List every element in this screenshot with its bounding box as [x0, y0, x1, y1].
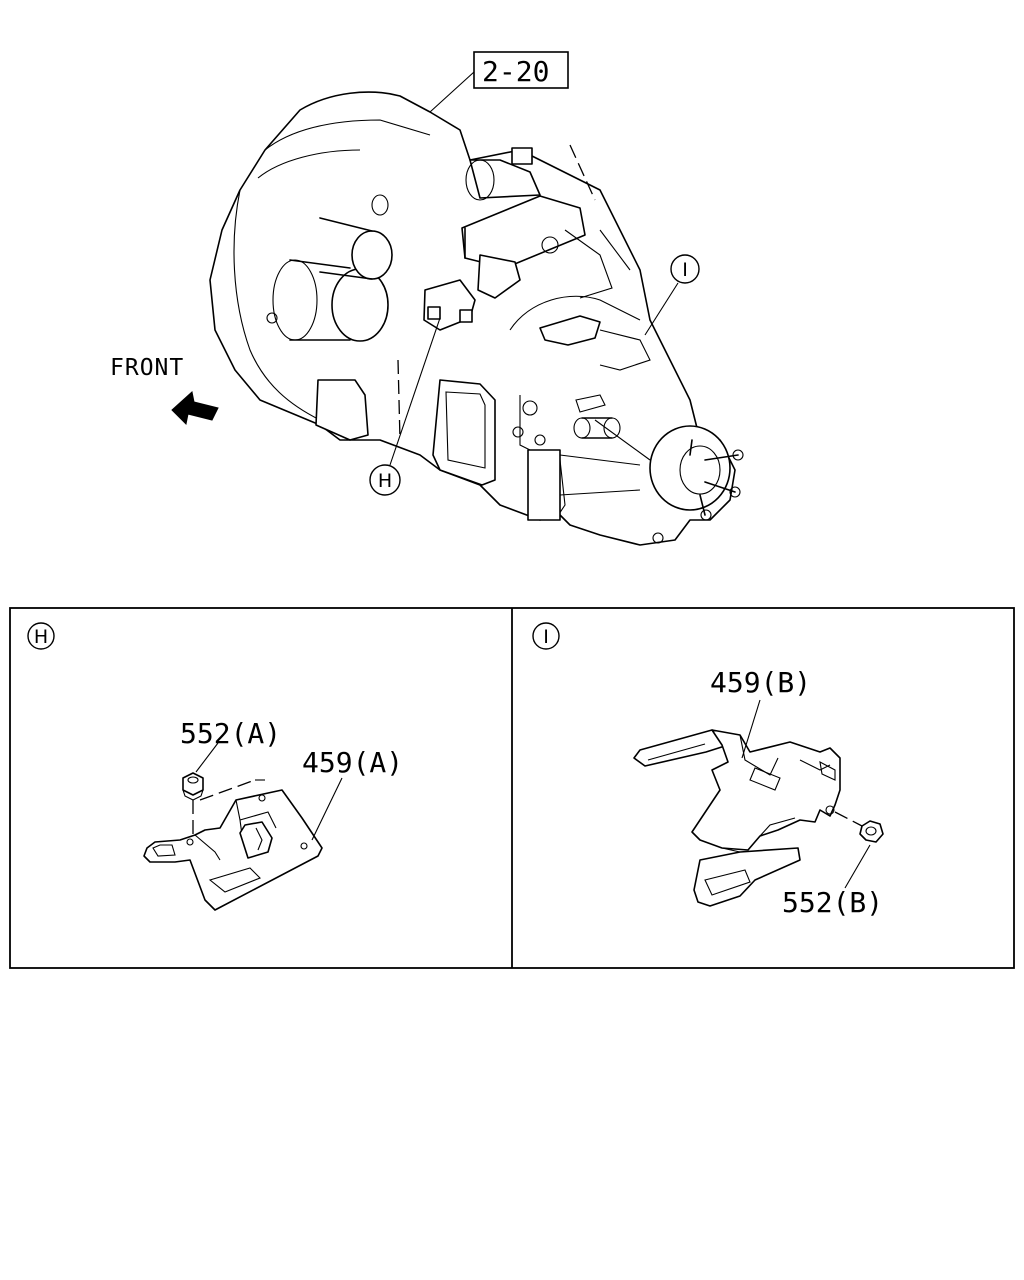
callout-h-leader — [389, 317, 441, 466]
panel-h-bracket-label: 459(A) — [302, 746, 403, 779]
nut-552b-leader — [844, 844, 871, 889]
nut-552b-axis — [834, 811, 863, 827]
callout-i-leader — [644, 282, 679, 336]
panel-i-nut-label: 552(B) — [782, 886, 883, 919]
panel-i: I 459(B) 552(B) — [532, 622, 884, 919]
panel-h: H 552(A) 459(A) — [27, 622, 403, 911]
bracket-459a — [143, 789, 323, 911]
front-arrow-icon — [171, 391, 219, 426]
bracket-459b — [633, 729, 841, 907]
bracket-459b-leader — [741, 699, 761, 759]
bracket-459a-leader — [311, 777, 343, 841]
panel-i-header-label: I — [543, 626, 549, 648]
panel-h-header-circle — [27, 622, 55, 650]
nut-552b — [859, 820, 884, 843]
callout-h-label: H — [378, 470, 392, 492]
transmission-assembly — [209, 91, 744, 546]
front-label: FRONT — [110, 355, 184, 381]
reference-box — [473, 51, 569, 89]
panel-i-bracket-label: 459(B) — [710, 666, 811, 699]
reference-box-label: 2-20 — [482, 55, 549, 88]
panel-h-header-label: H — [34, 626, 48, 648]
callout-i-label: I — [682, 259, 688, 281]
nut-552a — [182, 772, 204, 801]
panel-h-nut-label: 552(A) — [180, 717, 281, 750]
panel-i-header-circle — [532, 622, 560, 650]
nut-552a-leader — [195, 742, 219, 773]
reference-leader-line — [429, 71, 475, 113]
callout-h-circle — [369, 464, 401, 496]
callout-i-circle — [670, 254, 700, 284]
nut-552a-axis-2 — [199, 779, 256, 801]
